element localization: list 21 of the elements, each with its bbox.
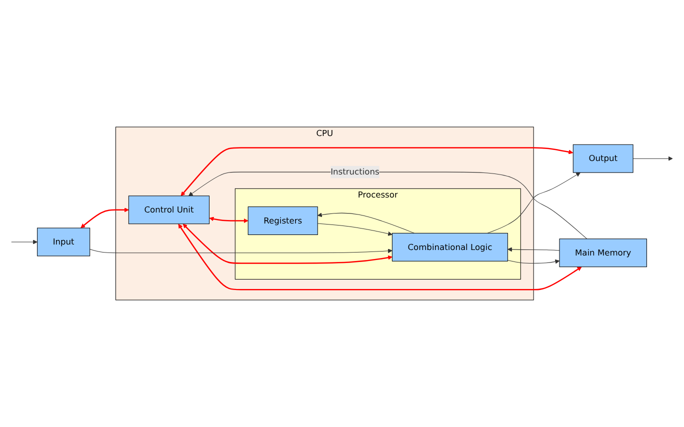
arrow <box>182 224 392 264</box>
node-box: Registers <box>248 206 318 235</box>
node-box: Output <box>572 144 634 173</box>
arrow <box>180 147 574 196</box>
arrow <box>632 156 673 161</box>
edge-label: Instructions <box>330 166 380 177</box>
arrow <box>178 224 582 290</box>
arrow <box>507 247 560 252</box>
arrow <box>11 240 38 244</box>
node-box: Main Memory <box>559 238 647 268</box>
node-box: Control Unit <box>128 196 210 224</box>
arrow <box>90 248 392 254</box>
arrow <box>317 223 392 236</box>
arrow <box>209 216 248 224</box>
arrow <box>317 212 415 234</box>
arrow <box>507 259 560 264</box>
node-box: Input <box>37 228 90 256</box>
arrow <box>80 208 129 228</box>
node-box: Combinational Logic <box>392 232 508 262</box>
arrow <box>188 172 588 240</box>
arrow <box>487 172 580 234</box>
